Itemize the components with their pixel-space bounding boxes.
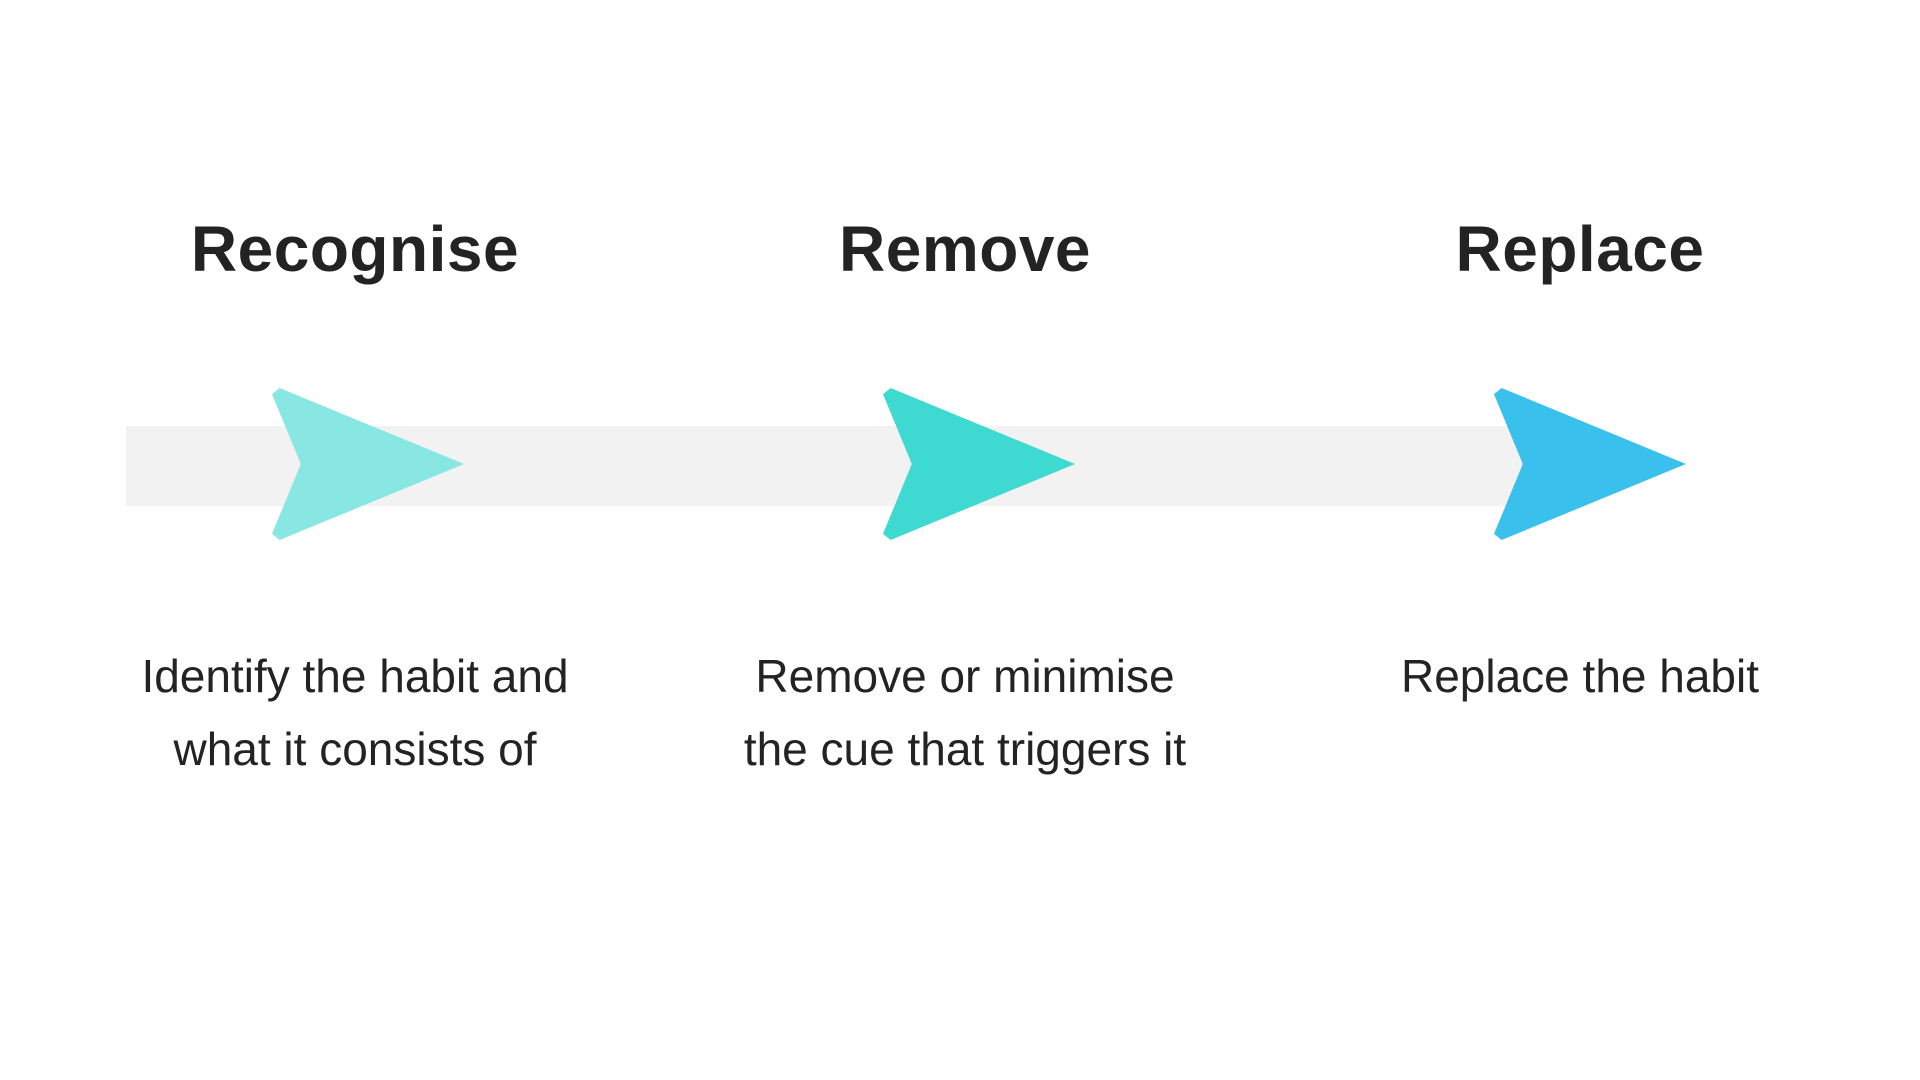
step-title-recognise: Recognise (190, 213, 520, 285)
step-column-replace: Replace Replace the habit (1300, 0, 1860, 1080)
step-column-recognise: Recognise Identify the habit and what it… (75, 0, 635, 1080)
step-description-remove: Remove or minimise the cue that triggers… (743, 650, 1187, 775)
step-description-recognise: Identify the habit and what it consists … (141, 650, 569, 775)
step-description-replace: Replace the habit (1400, 650, 1760, 702)
step-title-remove: Remove (839, 213, 1091, 285)
step-title-replace: Replace (1455, 213, 1705, 285)
step-column-remove: Remove Remove or minimise the cue that t… (685, 0, 1245, 1080)
